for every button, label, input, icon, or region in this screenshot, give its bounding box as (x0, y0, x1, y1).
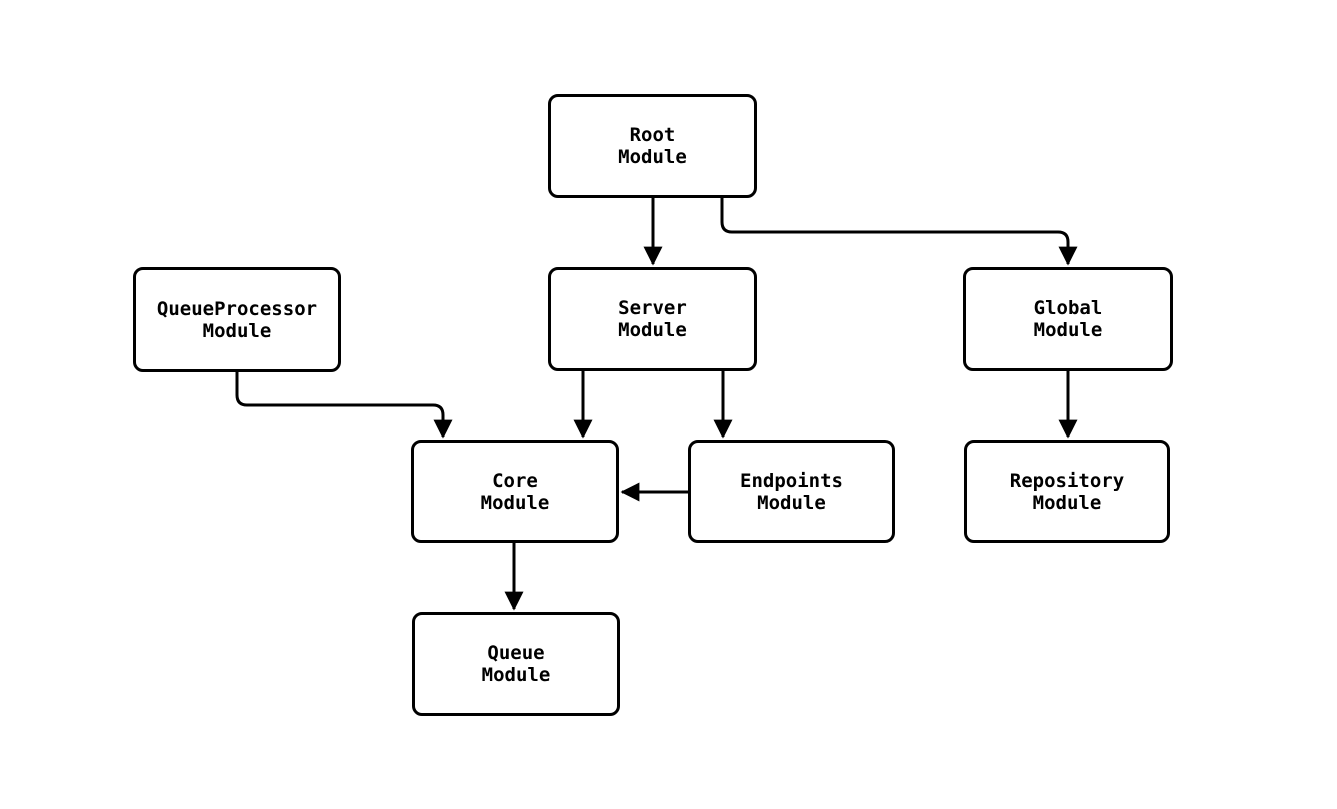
node-endpoints-module-label: Endpoints Module (740, 470, 843, 514)
node-repository-module: Repository Module (964, 440, 1170, 543)
node-core-module: Core Module (411, 440, 619, 543)
node-endpoints-module-line1: Endpoints (740, 469, 843, 492)
node-endpoints-module-line2: Module (757, 491, 826, 514)
node-global-module-label: Global Module (1034, 297, 1103, 341)
node-root-module-line1: Root (629, 124, 676, 146)
node-core-module-label: Core Module (481, 470, 550, 514)
node-queueprocessor-module-line2: Module (202, 319, 272, 342)
node-server-module-label: Server Module (618, 297, 687, 341)
node-repository-module-line2: Module (1032, 491, 1102, 514)
node-root-module-label: Root Module (618, 124, 687, 168)
node-repository-module-label: Repository Module (1010, 470, 1124, 514)
node-root-module-line2: Module (618, 146, 687, 168)
node-queue-module: Queue Module (412, 612, 620, 716)
node-queueprocessor-module-line1: QueueProcessor (156, 297, 318, 320)
edge-root-to-global (720, 198, 1078, 266)
node-global-module-line2: Module (1033, 319, 1103, 341)
node-endpoints-module: Endpoints Module (688, 440, 895, 543)
node-queueprocessor-module-label: QueueProcessor Module (157, 298, 317, 342)
node-queue-module-line1: Queue (487, 642, 545, 664)
node-global-module: Global Module (963, 267, 1173, 371)
node-server-module: Server Module (548, 267, 757, 371)
node-root-module: Root Module (548, 94, 757, 198)
node-queue-module-line2: Module (481, 664, 551, 686)
node-global-module-line1: Global (1033, 297, 1103, 319)
node-queueprocessor-module: QueueProcessor Module (133, 267, 341, 372)
node-queue-module-label: Queue Module (482, 642, 551, 686)
node-core-module-line2: Module (480, 491, 550, 514)
node-core-module-line1: Core (492, 469, 538, 492)
edge-queueprocessor-to-core (235, 372, 453, 439)
node-server-module-line2: Module (618, 319, 687, 341)
node-repository-module-line1: Repository (1009, 469, 1125, 492)
node-server-module-line1: Server (618, 297, 687, 319)
